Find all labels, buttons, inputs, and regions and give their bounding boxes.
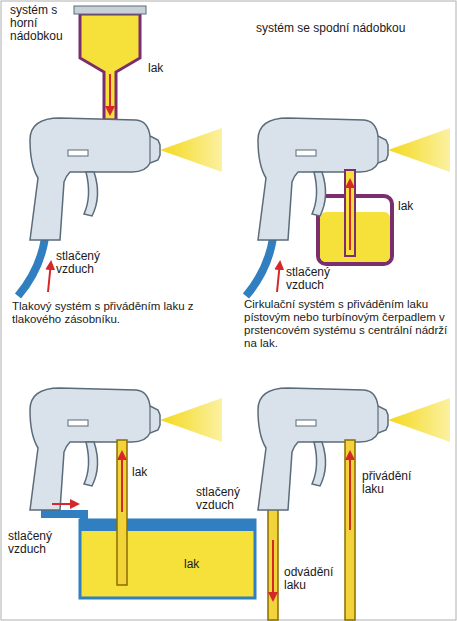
material-label: lak [132, 466, 172, 479]
air-label: stlačený vzduch [196, 486, 262, 512]
material-label: lak [148, 62, 188, 75]
heading-label: systém s horní nádobkou [10, 4, 76, 43]
heading-label: systém se spodní nádobkou [256, 22, 452, 35]
supply-label: přivádění laku [362, 470, 428, 496]
caption-text: Tlakový systém s přiváděním laku z tlako… [12, 300, 226, 326]
air-label: stlačený vzduch [56, 250, 122, 276]
return-label: odvádění laku [284, 566, 342, 592]
air-label: stlačený vzduch [8, 530, 74, 556]
material-label: lak [184, 558, 224, 571]
caption-text: Cirkulační systém s přiváděním laku píst… [244, 298, 450, 350]
air-label: stlačený vzduch [286, 266, 352, 292]
material-label: lak [398, 200, 438, 213]
